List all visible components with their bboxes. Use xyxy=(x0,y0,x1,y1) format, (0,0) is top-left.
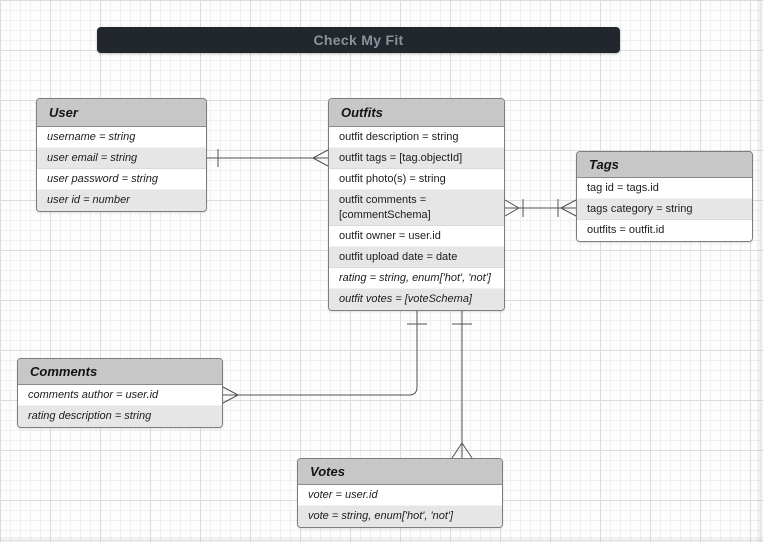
entity-outfits-row-rating[interactable]: rating = string, enum['hot', 'not'] xyxy=(329,268,504,289)
crow-foot-icon xyxy=(560,199,577,217)
crow-foot-icon xyxy=(451,442,473,459)
diagram-title-banner[interactable]: Check My Fit xyxy=(97,27,620,53)
entity-tags-row-outfits[interactable]: outfits = outfit.id xyxy=(577,220,752,241)
entity-user-title: User xyxy=(49,105,78,120)
entity-comments-row-rating-desc[interactable]: rating description = string xyxy=(18,406,222,427)
entity-outfits-row-photos[interactable]: outfit photo(s) = string xyxy=(329,169,504,190)
entity-tags-row-category[interactable]: tags category = string xyxy=(577,199,752,220)
canvas-edge-bottom xyxy=(0,537,763,542)
entity-comments-title: Comments xyxy=(30,364,98,379)
relationship-outfits-comments[interactable] xyxy=(222,309,427,404)
crow-foot-icon xyxy=(312,149,329,167)
crow-foot-icon xyxy=(504,199,520,217)
entity-user-row-username[interactable]: username = string xyxy=(37,127,206,148)
entity-outfits[interactable]: Outfits outfit description = string outf… xyxy=(328,98,505,311)
entity-tags-title: Tags xyxy=(589,157,619,172)
diagram-title: Check My Fit xyxy=(313,32,404,48)
entity-outfits-row-votes[interactable]: outfit votes = [voteSchema] xyxy=(329,289,504,310)
entity-outfits-row-comments[interactable]: outfit comments = [commentSchema] xyxy=(329,190,504,226)
entity-user-row-id[interactable]: user id = number xyxy=(37,190,206,211)
entity-tags-row-tag-id[interactable]: tag id = tags.id xyxy=(577,178,752,199)
entity-user-header[interactable]: User xyxy=(37,99,206,127)
entity-outfits-title: Outfits xyxy=(341,105,383,120)
relationship-outfits-votes[interactable] xyxy=(451,309,473,459)
entity-outfits-row-owner[interactable]: outfit owner = user.id xyxy=(329,226,504,247)
entity-votes-row-vote[interactable]: vote = string, enum['hot', 'not'] xyxy=(298,506,502,527)
entity-user-row-email[interactable]: user email = string xyxy=(37,148,206,169)
canvas-edge-right xyxy=(757,0,763,542)
entity-user[interactable]: User username = string user email = stri… xyxy=(36,98,207,212)
entity-user-row-password[interactable]: user password = string xyxy=(37,169,206,190)
entity-outfits-header[interactable]: Outfits xyxy=(329,99,504,127)
entity-votes-title: Votes xyxy=(310,464,345,479)
entity-comments-header[interactable]: Comments xyxy=(18,359,222,385)
entity-outfits-row-tags[interactable]: outfit tags = [tag.objectId] xyxy=(329,148,504,169)
entity-votes-header[interactable]: Votes xyxy=(298,459,502,485)
entity-outfits-row-upload-date[interactable]: outfit upload date = date xyxy=(329,247,504,268)
crow-foot-icon xyxy=(222,386,239,404)
entity-tags[interactable]: Tags tag id = tags.id tags category = st… xyxy=(576,151,753,242)
entity-outfits-row-description[interactable]: outfit description = string xyxy=(329,127,504,148)
entity-tags-header[interactable]: Tags xyxy=(577,152,752,178)
relationship-user-outfits[interactable] xyxy=(207,149,329,167)
entity-comments[interactable]: Comments comments author = user.id ratin… xyxy=(17,358,223,428)
entity-votes[interactable]: Votes voter = user.id vote = string, enu… xyxy=(297,458,503,528)
entity-votes-row-voter[interactable]: voter = user.id xyxy=(298,485,502,506)
entity-comments-row-author[interactable]: comments author = user.id xyxy=(18,385,222,406)
relationship-outfits-tags[interactable] xyxy=(504,199,577,217)
